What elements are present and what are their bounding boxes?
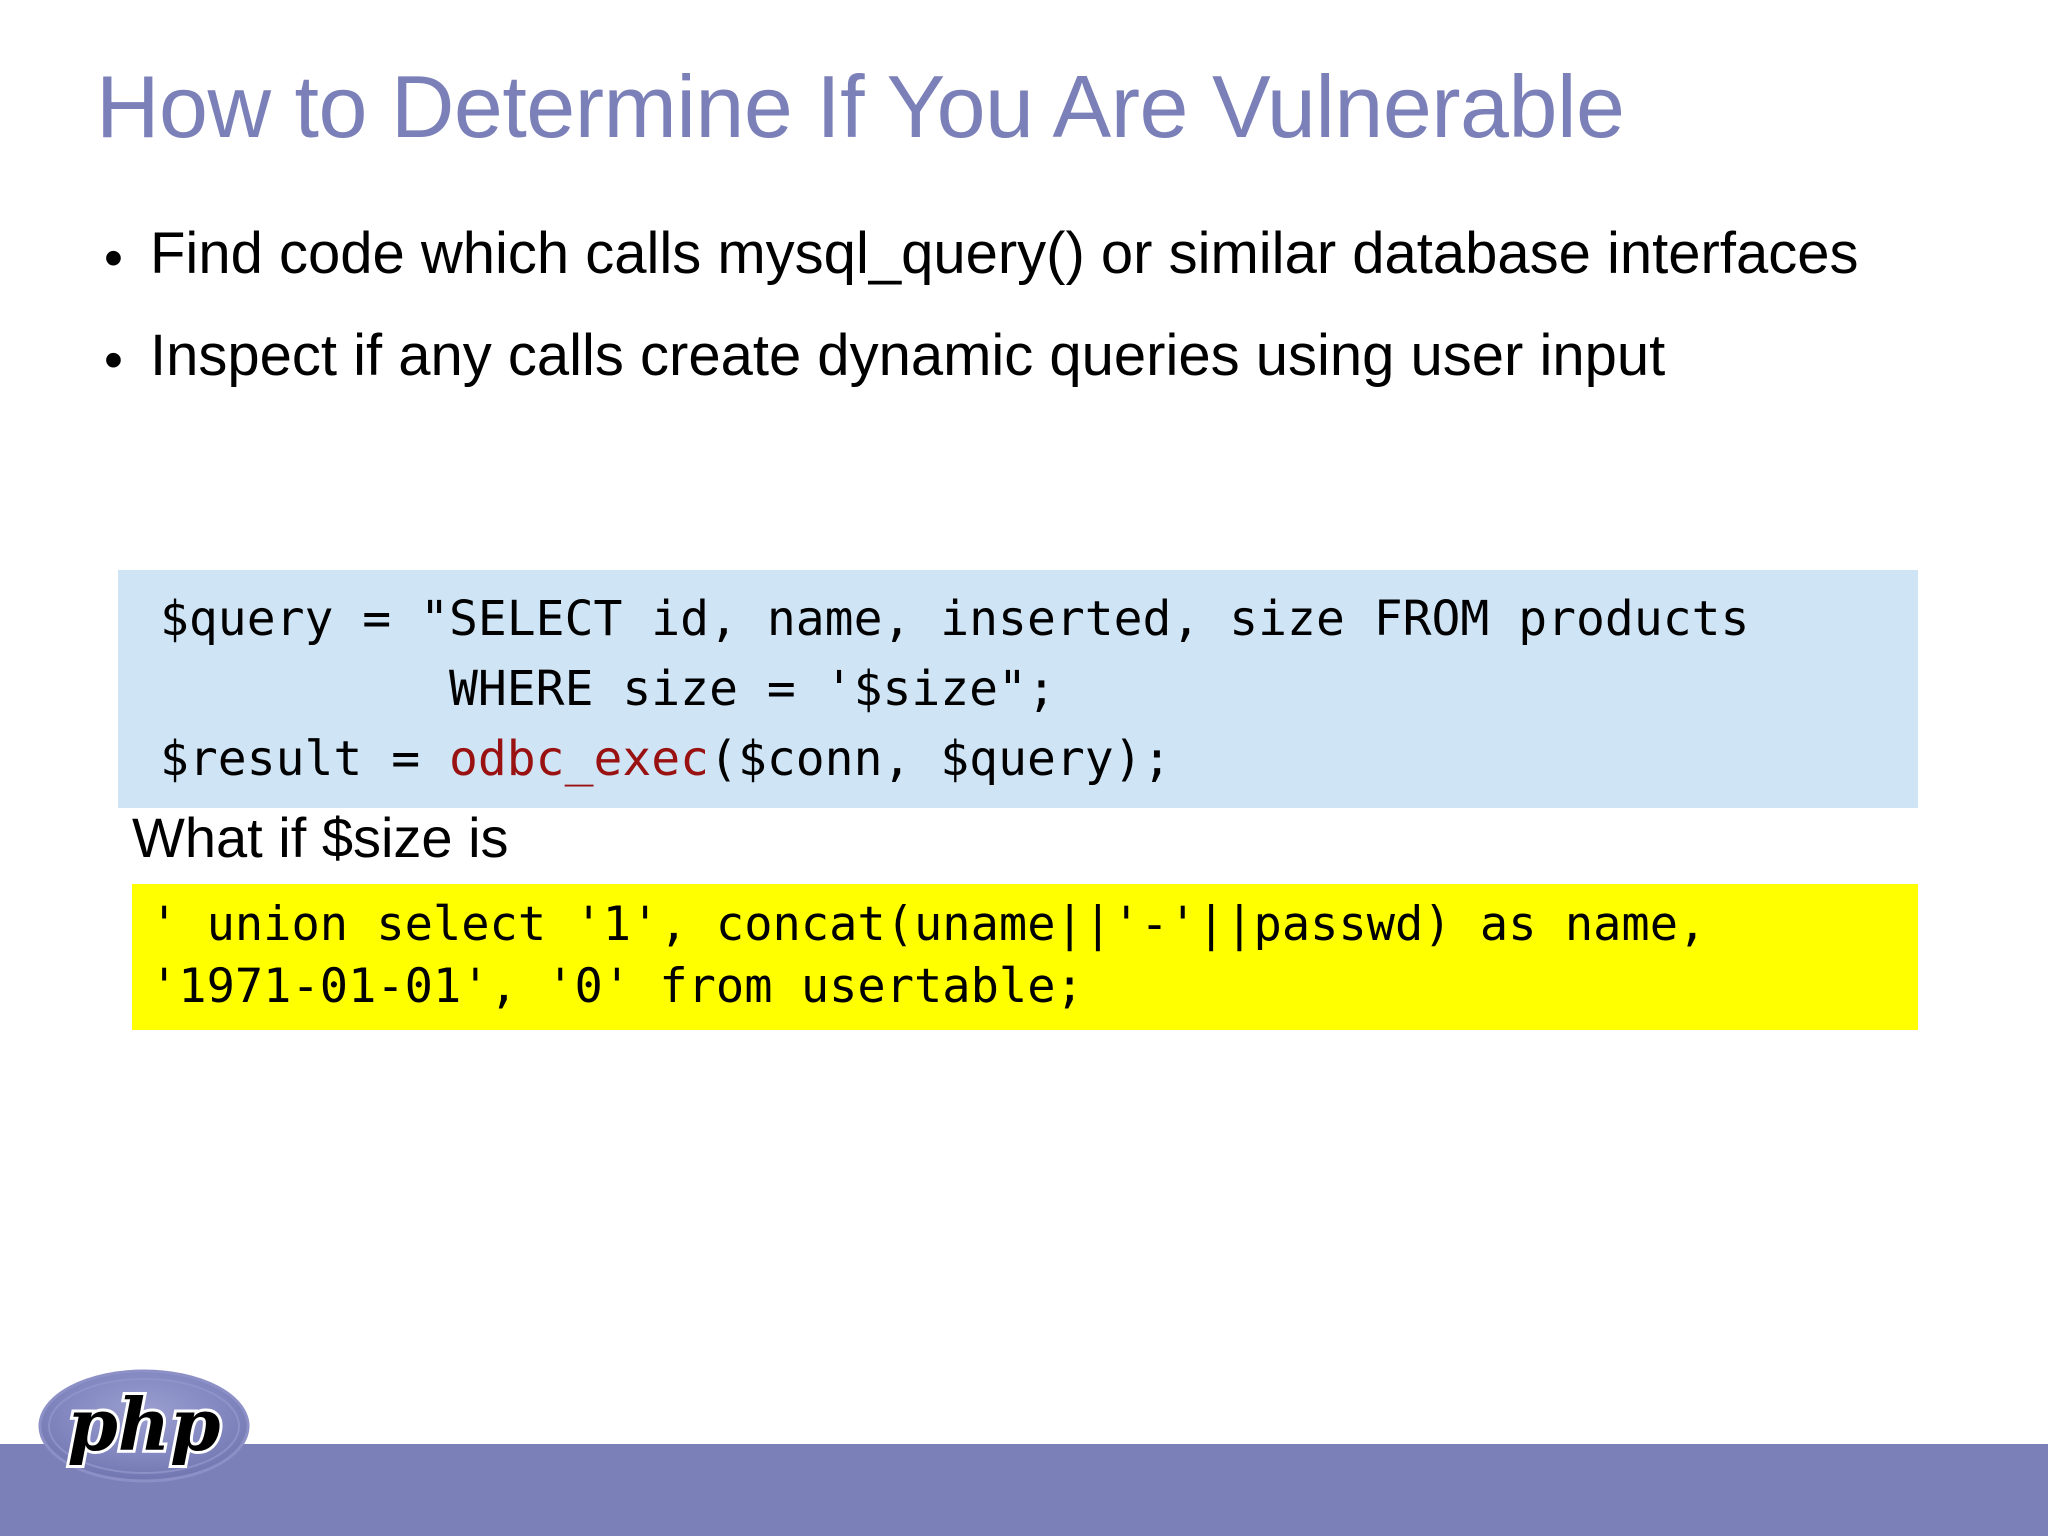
page-title: How to Determine If You Are Vulnerable [96, 57, 1625, 156]
bullet-marker-icon: • [104, 228, 123, 288]
injection-line: ' union select '1', concat(uname||'-'||p… [150, 897, 1707, 952]
list-item: • Inspect if any calls create dynamic qu… [96, 314, 1996, 406]
whatif-caption: What if $size is [132, 806, 509, 869]
bullet-marker-icon: • [104, 330, 123, 390]
code-line-text: $result = [160, 731, 449, 787]
bullet-text: Inspect if any calls create dynamic quer… [150, 323, 1666, 388]
injection-line: '1971-01-01', '0' from usertable; [150, 959, 1084, 1014]
code-line-text-tail: ($conn, $query); [709, 731, 1172, 787]
php-logo-icon: php [38, 1368, 250, 1484]
svg-text:php: php [67, 1382, 220, 1467]
code-line-text: WHERE size = '$size"; [160, 661, 1056, 717]
code-line-text: $query = "SELECT id, name, inserted, siz… [160, 591, 1750, 647]
code-line: $query = "SELECT id, name, inserted, siz… [118, 584, 1918, 654]
code-line: $result = odbc_exec($conn, $query); [118, 724, 1918, 794]
footer-bar [0, 1444, 2048, 1536]
list-item: • Find code which calls mysql_query() or… [96, 212, 1996, 304]
code-line: WHERE size = '$size"; [118, 654, 1918, 724]
code-function-name: odbc_exec [448, 731, 710, 787]
code-block-php: $query = "SELECT id, name, inserted, siz… [118, 570, 1918, 808]
bullet-text: Find code which calls mysql_query() or s… [150, 221, 1859, 286]
bullet-list: • Find code which calls mysql_query() or… [96, 212, 1996, 416]
code-block-injection: ' union select '1', concat(uname||'-'||p… [132, 884, 1918, 1030]
